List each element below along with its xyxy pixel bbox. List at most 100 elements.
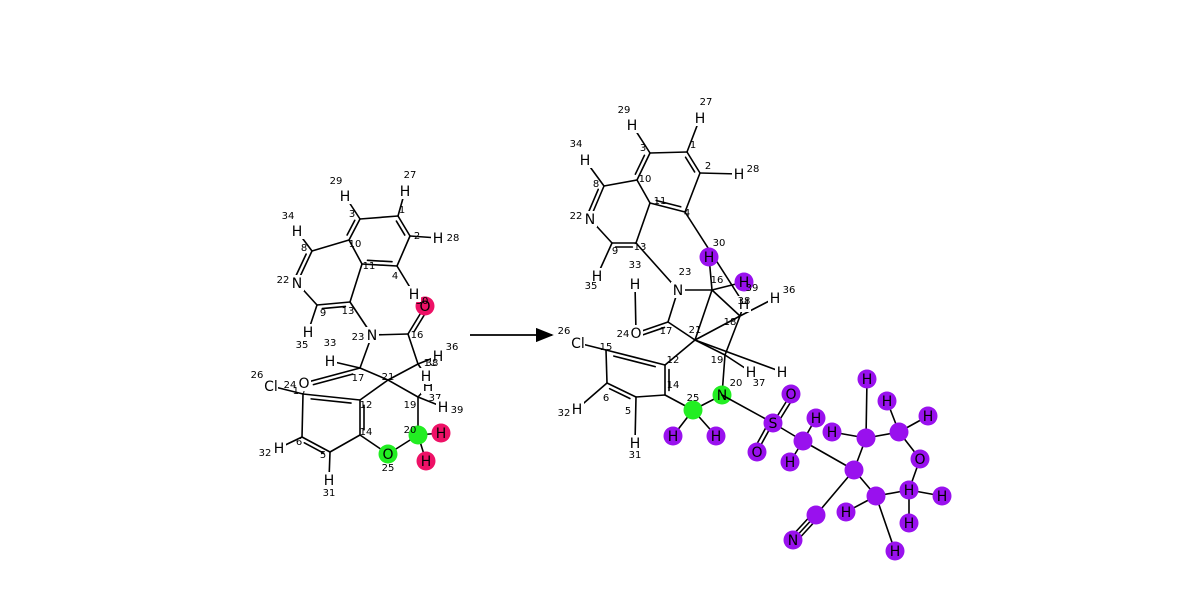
fragment-atom-highlight	[783, 530, 803, 550]
reactant-atom-symbol: H	[292, 224, 303, 240]
reactant-atom-backdrop	[272, 440, 286, 456]
reactant-atom-index: 33	[324, 338, 337, 349]
product-atom-index: 30	[713, 238, 726, 249]
reactant-atom-index: 34	[282, 211, 295, 222]
reactant-atom-symbol: H	[421, 369, 432, 385]
reactant-atom-index: 5	[320, 450, 326, 461]
fragment-atom-symbol: H	[904, 516, 915, 532]
product-bond	[603, 179, 638, 187]
fragment-bond-double	[778, 399, 793, 422]
product-bond	[635, 394, 666, 398]
reactant-atom-symbol: H	[324, 473, 335, 489]
fragment-atom-symbol: H	[890, 544, 901, 560]
product-atom-highlight	[683, 400, 703, 420]
product-atom-index: 33	[629, 260, 642, 271]
fragment-atom-highlight	[910, 449, 930, 469]
product-atom-backdrop	[578, 152, 592, 168]
fragment-atom-highlight	[932, 486, 952, 506]
reactant-bond-double	[346, 219, 356, 236]
reactant-atom-backdrop	[322, 472, 336, 488]
reactant-atom-index: 1	[399, 205, 405, 216]
fragment-bond	[815, 469, 855, 516]
reactant-bond	[359, 367, 389, 381]
reactant-atom-symbol: O	[419, 299, 430, 315]
fragment-atom-highlight	[899, 480, 919, 500]
product-atom-index: 21	[689, 325, 702, 336]
fragment-bond	[865, 378, 868, 439]
product-atom-symbol: H	[739, 275, 750, 291]
product-bond	[664, 339, 696, 366]
product-bond	[636, 179, 651, 204]
product-atom-index: 29	[618, 105, 631, 116]
product-atom-index: 24	[617, 329, 630, 340]
product-atom-index: 5	[625, 406, 631, 417]
reactant-bond	[303, 367, 361, 384]
fragment-atom-symbol: O	[914, 452, 925, 468]
product-atom-backdrop	[744, 364, 758, 380]
product-atom-index: 8	[593, 179, 599, 190]
reactant-atom-index: 21	[382, 372, 395, 383]
reactant-atom-index: 35	[296, 340, 309, 351]
reactant-atom-symbol: H	[421, 454, 432, 470]
reactant-bond	[397, 215, 411, 237]
product-molecule: 1234568910111213141516171819N2021N22N23O…	[558, 97, 796, 461]
fragment-atom-highlight	[856, 428, 876, 448]
fragment-atom-highlight	[781, 384, 801, 404]
reactant-atom-symbol: H	[409, 287, 420, 303]
reactant-bond	[349, 263, 363, 303]
fragment-atom-highlight	[877, 391, 897, 411]
product-bond-double	[613, 355, 656, 368]
product-bond	[684, 172, 701, 213]
fragment-atom-symbol: S	[769, 416, 778, 432]
reactant-atom-symbol: H	[423, 379, 434, 395]
product-atom-symbol: H	[668, 429, 679, 445]
reactant-atom-index: 23	[352, 332, 365, 343]
reactant-atom-symbol: O	[382, 447, 393, 463]
product-atom-index: 13	[634, 242, 647, 253]
reactant-atom-index: 9	[320, 308, 326, 319]
product-atom-index: 26	[558, 326, 571, 337]
reactant-atom-index: 12	[360, 400, 373, 411]
reactant-atom-backdrop	[419, 368, 433, 384]
reactant-bond-double	[413, 311, 427, 333]
reactant-molecule: 12345689101112131415161718192021N22N23O2…	[251, 170, 464, 499]
n-s-bond	[721, 394, 774, 424]
reactant-atom-backdrop	[431, 230, 445, 246]
fragment-atom-symbol: H	[904, 483, 915, 499]
reactant-atom-backdrop	[297, 375, 311, 391]
reactant-bond-double	[366, 259, 393, 263]
product-bond	[724, 315, 741, 356]
reactant-atom-index: 26	[251, 370, 264, 381]
product-atom-backdrop	[590, 268, 604, 284]
reactant-atom-backdrop	[436, 399, 450, 415]
fragment-atom-highlight	[793, 431, 813, 451]
reactant-atom-symbol: H	[433, 349, 444, 365]
reactant-atom-index: 4	[392, 271, 398, 282]
reactant-atom-backdrop	[407, 286, 421, 302]
reactant-atom-index: 29	[330, 176, 343, 187]
reactant-atom-index: 14	[360, 427, 373, 438]
reactant-bond-double	[321, 305, 347, 310]
product-atom-index: 14	[667, 380, 680, 391]
product-atom-index: 28	[747, 164, 760, 175]
product-atom-index: 15	[600, 342, 613, 353]
product-atom-backdrop	[732, 166, 746, 182]
reactant-bond	[316, 301, 351, 306]
reactant-bond	[348, 218, 361, 241]
fragment-atom-highlight	[889, 422, 909, 442]
fragment-atom-symbol: N	[788, 533, 798, 549]
reactant-atom-symbol: H	[436, 426, 447, 442]
product-atom-backdrop	[671, 282, 685, 298]
product-bond-double	[684, 156, 696, 173]
product-atom-index: 19	[711, 355, 724, 366]
reactant-bond	[361, 263, 398, 267]
product-bond	[649, 202, 686, 213]
reactant-atom-backdrop	[365, 327, 379, 343]
reactant-atom-highlight	[431, 423, 451, 443]
fragment-bond	[802, 440, 855, 471]
reactant-bond	[359, 379, 389, 401]
fragment-atom-symbol: O	[751, 445, 762, 461]
product-bond	[635, 202, 651, 244]
